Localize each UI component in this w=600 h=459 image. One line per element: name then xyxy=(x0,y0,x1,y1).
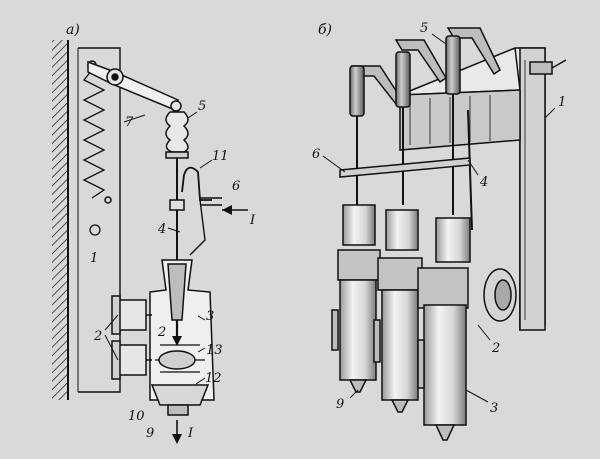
label-a-current-out: I xyxy=(187,426,194,441)
insulators xyxy=(349,27,501,117)
panel-a-label: а) xyxy=(66,22,80,38)
label-a-fixings: 2 xyxy=(93,329,102,344)
label-b-tank: 3 xyxy=(490,401,498,416)
label-b-nozzle: 9 xyxy=(336,397,344,412)
label-a-bus: 11 xyxy=(212,149,229,164)
label-a-chamber: 2 xyxy=(157,325,166,340)
insulator-top xyxy=(165,111,189,153)
label-a-rod: 4 xyxy=(157,222,166,237)
fixing-lower xyxy=(117,344,147,376)
crossbar xyxy=(339,157,471,178)
label-a-wall: 1 xyxy=(90,251,98,266)
label-a-bottom: 10 xyxy=(128,409,145,424)
lever xyxy=(87,60,179,112)
label-a-nozzle: 9 xyxy=(146,426,154,441)
label-b-bar: 6 xyxy=(312,147,320,162)
label-a-insulator-top: 5 xyxy=(198,99,206,114)
label-a-current-in: I xyxy=(249,213,256,228)
label-b-rod: 4 xyxy=(479,175,488,190)
label-b-insulator: 5 xyxy=(420,21,428,36)
label-a-spring: 7 xyxy=(125,115,134,130)
spring xyxy=(82,69,106,199)
label-a-tank: 3 xyxy=(206,309,214,324)
fixing-upper xyxy=(117,299,147,331)
panel-a-drawing xyxy=(52,40,248,444)
label-b-chamber: 2 xyxy=(491,341,500,356)
tanks xyxy=(337,249,469,426)
panel-b-drawing xyxy=(322,27,567,441)
label-b-frame: 1 xyxy=(558,95,566,110)
chambers xyxy=(342,204,471,263)
bus-loop xyxy=(181,166,212,201)
label-a-cap: 12 xyxy=(205,371,222,386)
label-a-terminal: 6 xyxy=(232,179,240,194)
wall-hatching xyxy=(52,40,68,400)
label-a-contact: 13 xyxy=(206,343,223,358)
panel-b-label: б) xyxy=(318,22,332,38)
frame-plate xyxy=(78,47,121,393)
labels: а) б) 7 1 5 11 6 I 4 2 2 3 13 12 10 9 I … xyxy=(66,21,566,441)
